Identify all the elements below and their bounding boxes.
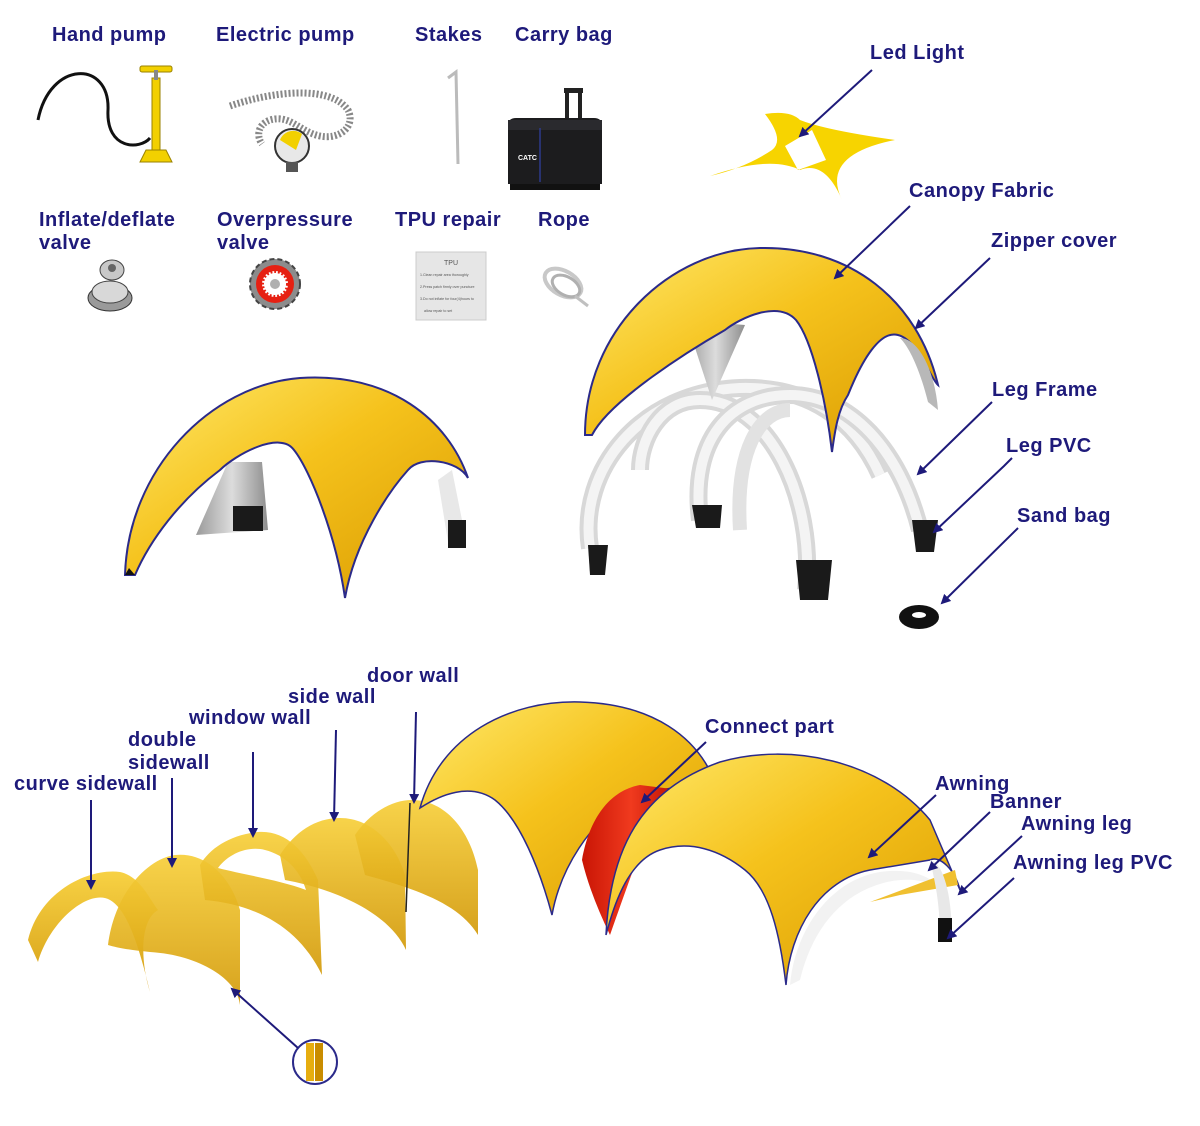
arrow-led-light <box>798 69 873 138</box>
panel-edge-detail-circle <box>292 1039 338 1085</box>
label-awning-leg: Awning leg <box>1021 813 1133 835</box>
label-leg-pvc: Leg PVC <box>1006 435 1092 457</box>
arrow-side-wall <box>329 729 340 822</box>
valve-icon <box>87 259 133 312</box>
stakes-icon <box>447 69 460 165</box>
label-double-sidewall: double sidewall <box>128 729 210 774</box>
label-electric-pump: Electric pump <box>216 24 355 46</box>
label-stakes: Stakes <box>415 24 483 46</box>
arrow-sand-bag <box>940 527 1019 605</box>
carry-bag-icon: CATC <box>508 88 602 190</box>
door-wall-panel <box>355 800 478 935</box>
label-inflate-deflate-valve: Inflate/deflate valve <box>39 209 176 254</box>
label-canopy-fabric: Canopy Fabric <box>909 180 1055 202</box>
overpressure-valve-icon <box>249 258 301 310</box>
label-sand-bag: Sand bag <box>1017 505 1112 527</box>
label-hand-pump: Hand pump <box>52 24 167 46</box>
tpu-card-title: TPU <box>444 260 458 267</box>
arrow-canopy-fabric <box>833 205 911 280</box>
label-window-wall: window wall <box>189 707 312 729</box>
arrow-door-wall <box>409 711 420 804</box>
label-zipper-cover: Zipper cover <box>991 230 1118 252</box>
arrow-awning-leg <box>957 835 1023 896</box>
label-leg-frame: Leg Frame <box>992 379 1098 401</box>
label-connect-part: Connect part <box>705 716 835 738</box>
led-light-shape <box>710 112 895 200</box>
electric-pump-icon <box>228 89 354 172</box>
label-door-wall: door wall <box>367 665 460 687</box>
arrow-banner <box>927 811 991 872</box>
rope-icon <box>542 266 589 308</box>
label-rope: Rope <box>538 209 590 231</box>
arrow-connect-part <box>640 741 707 804</box>
label-side-wall: side wall <box>288 686 376 708</box>
assembled-tent <box>123 376 469 599</box>
arrow-panel-detail <box>230 987 299 1049</box>
tpu-repair-card: TPU 1.Clean repair area thoroughly 2.Pre… <box>415 251 487 321</box>
connected-tents <box>418 701 961 986</box>
label-tpu-repair: TPU repair <box>395 209 502 231</box>
arrow-leg-pvc <box>932 457 1013 534</box>
label-led-light: Led Light <box>870 42 965 64</box>
tpu-card-line1: 1.Clean repair area thoroughly <box>420 273 469 277</box>
tpu-card-line3: 3.Do not inflate for four(4)hours to <box>420 297 474 301</box>
tpu-card-line4: allow repair to set <box>424 309 452 313</box>
arrow-awning <box>867 794 937 859</box>
exploded-tent <box>579 246 940 629</box>
label-overpressure-valve: Overpressure valve <box>217 209 354 254</box>
bag-brand-text: CATC <box>518 155 537 162</box>
label-awning-leg-pvc: Awning leg PVC <box>1013 852 1173 874</box>
tpu-card-line2: 2.Press patch firmly over puncture <box>420 285 475 289</box>
label-banner: Banner <box>990 791 1062 813</box>
arrow-zipper-cover <box>914 257 991 330</box>
arrow-awning-leg-pvc <box>946 877 1015 940</box>
arrow-leg-frame <box>916 401 993 476</box>
hand-pump-icon <box>36 65 173 163</box>
label-awning: Awning <box>935 773 1010 795</box>
label-curve-sidewall: curve sidewall <box>14 773 158 795</box>
pointer-arrows <box>86 69 1023 1049</box>
label-carry-bag: Carry bag <box>515 24 613 46</box>
